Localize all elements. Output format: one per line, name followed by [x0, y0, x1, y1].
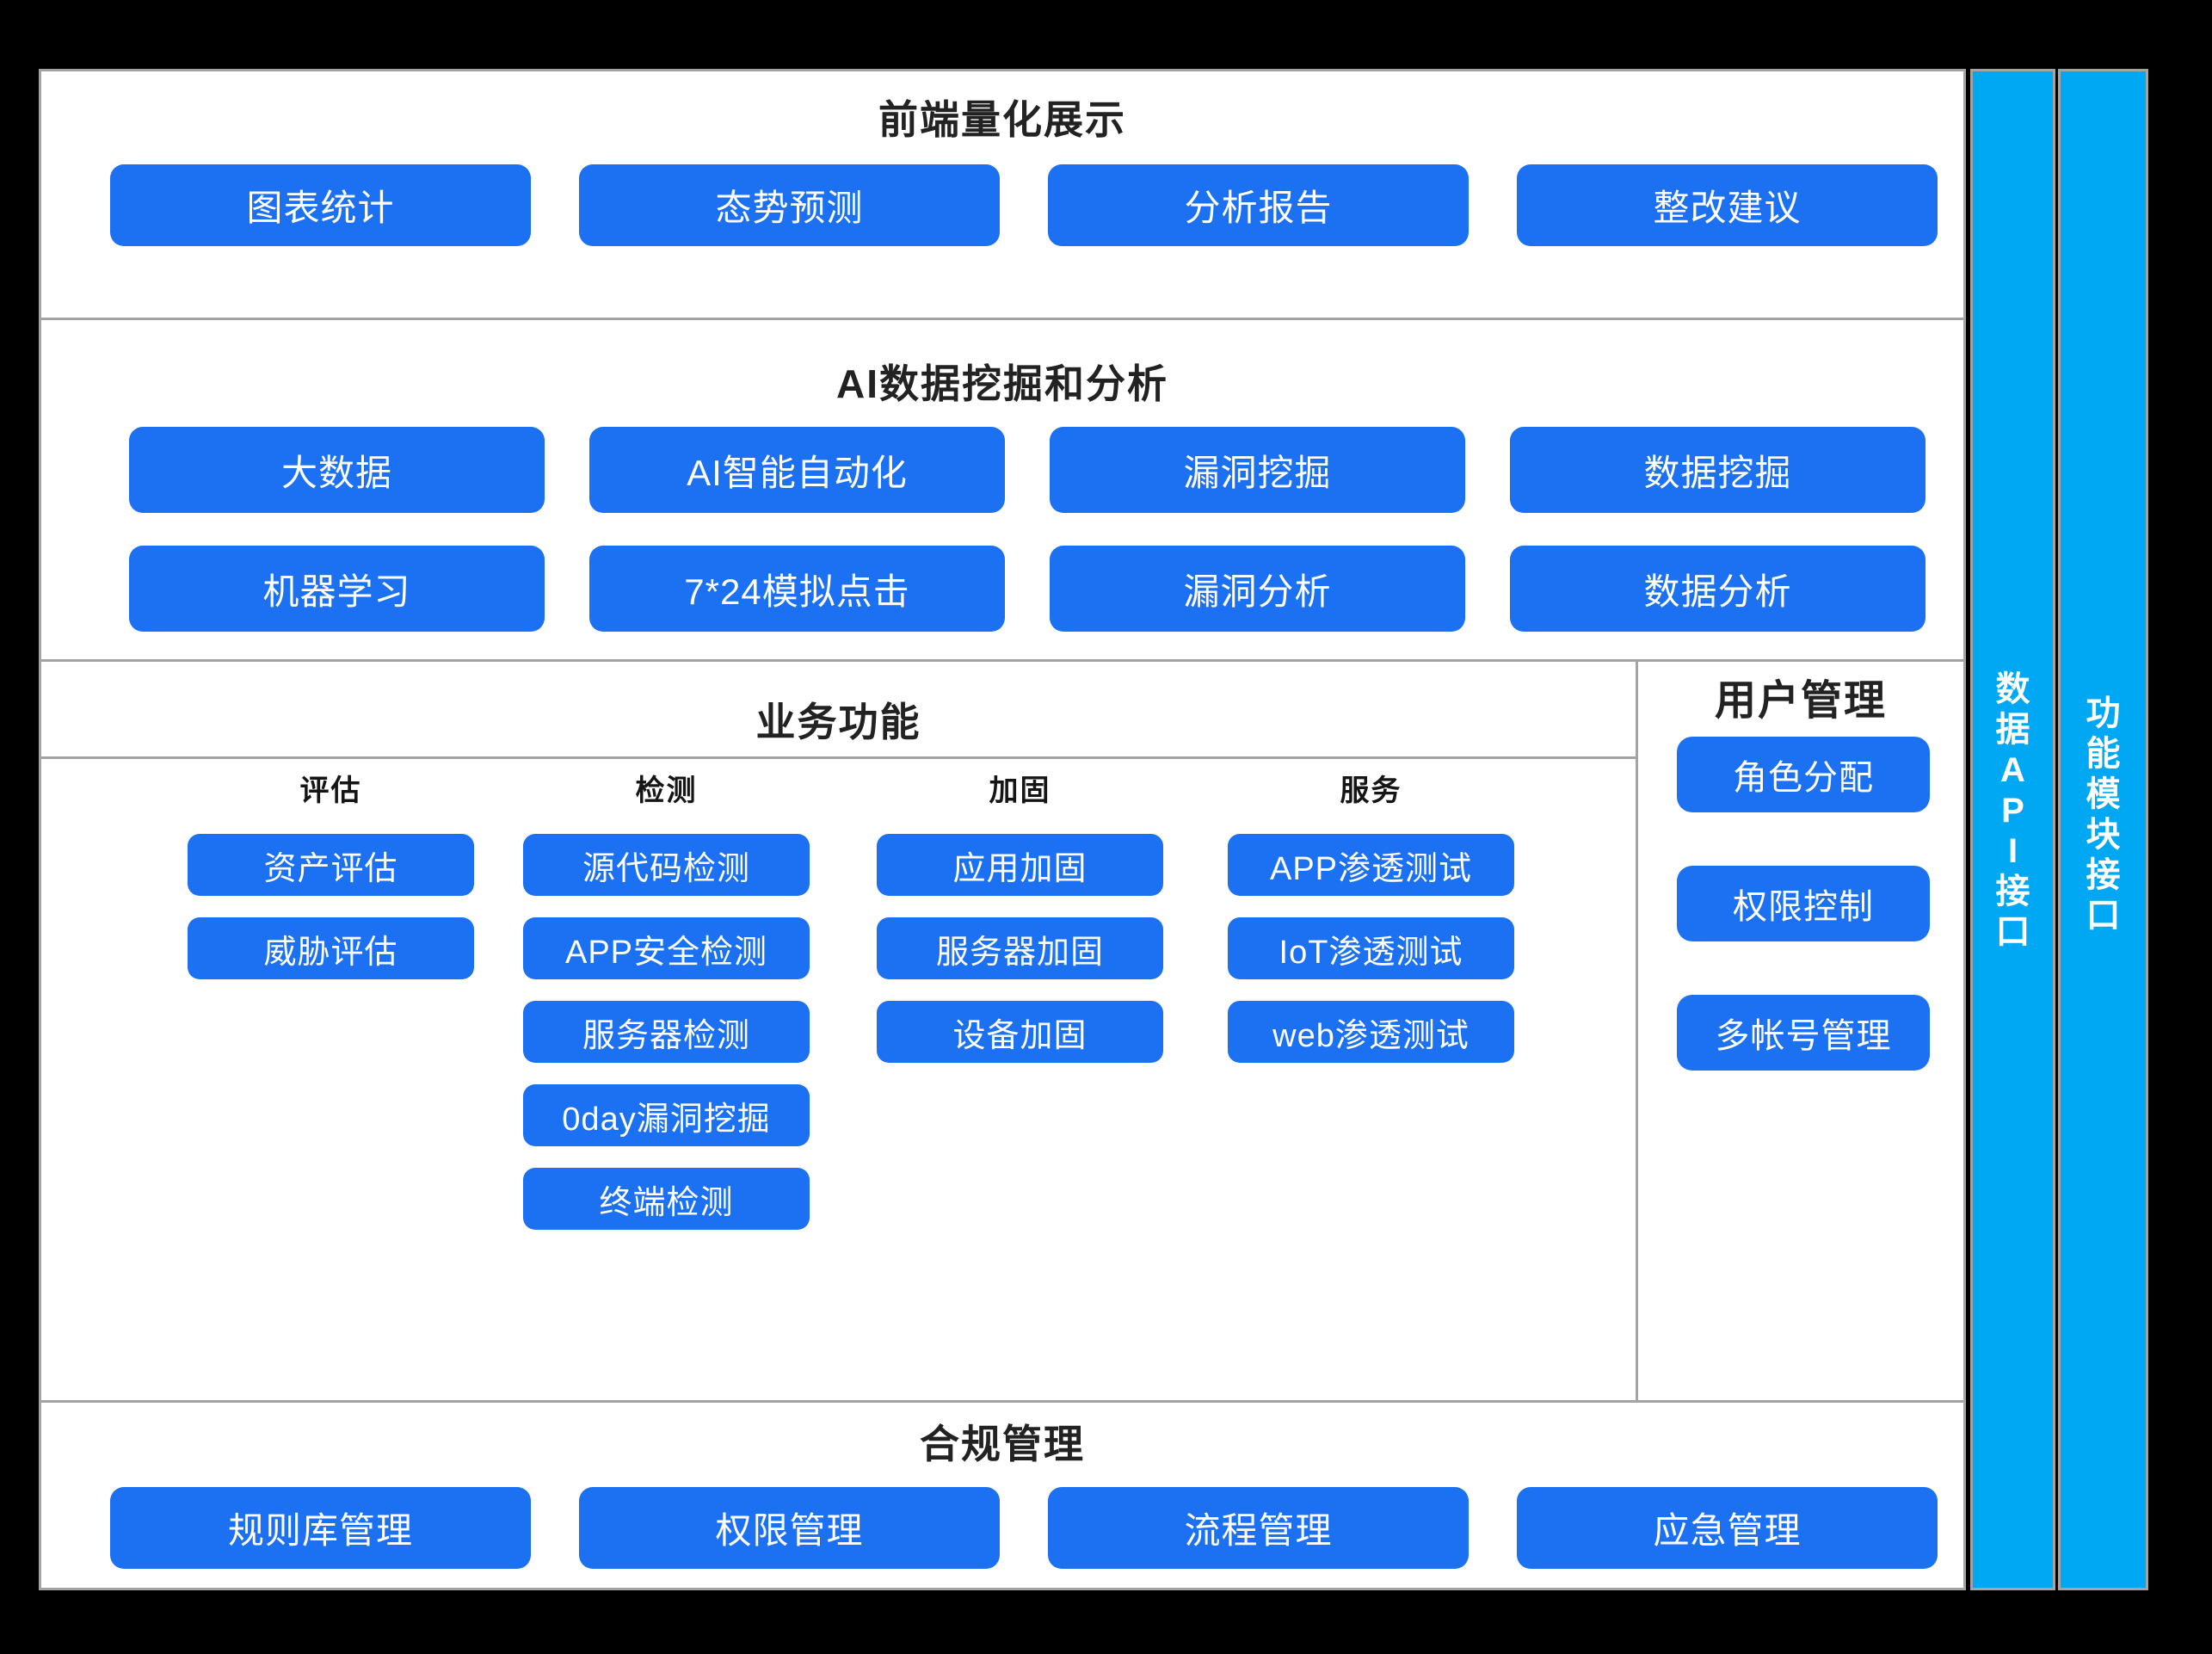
column-header-assessment: 评估 — [299, 775, 362, 807]
column-assessment: 评估 资产评估 威胁评估 — [188, 662, 474, 1400]
main-panel: 前端量化展示 图表统计 态势预测 分析报告 整改建议 AI数据挖掘和分析 大数据… — [39, 69, 1966, 1590]
process-management-button[interactable]: 流程管理 — [1048, 1487, 1469, 1569]
ai-button-row-2: 机器学习 7*24模拟点击 漏洞分析 数据分析 — [41, 546, 1963, 632]
vertical-char: 口 — [1995, 913, 2030, 951]
server-detection-button[interactable]: 服务器检测 — [523, 1001, 810, 1063]
section-title-ai: AI数据挖掘和分析 — [836, 361, 1168, 406]
section-title-user: 用户管理 — [1714, 678, 1887, 724]
column-service: 服务 APP渗透测试 IoT渗透测试 web渗透测试 — [1228, 662, 1514, 1400]
web-pentest-button[interactable]: web渗透测试 — [1228, 1001, 1514, 1063]
compliance-button-row: 规则库管理 权限管理 流程管理 应急管理 — [41, 1487, 1963, 1569]
vertical-char: 能 — [2086, 735, 2121, 773]
multi-account-management-button[interactable]: 多帐号管理 — [1677, 995, 1930, 1071]
ai-button-row-1: 大数据 AI智能自动化 漏洞挖掘 数据挖掘 — [41, 427, 1963, 513]
user-management-pane: 用户管理 角色分配 权限控制 多帐号管理 — [1638, 662, 1963, 1400]
zeroday-vuln-mining-button[interactable]: 0day漏洞挖掘 — [523, 1084, 810, 1146]
simulated-click-7x24-button[interactable]: 7*24模拟点击 — [589, 546, 1005, 632]
function-module-interface-bar: 功 能 模 块 接 口 — [2058, 69, 2148, 1590]
permission-control-button[interactable]: 权限控制 — [1677, 866, 1930, 941]
section-title-compliance: 合规管理 — [920, 1422, 1085, 1466]
ai-automation-button[interactable]: AI智能自动化 — [589, 427, 1005, 513]
function-module-interface-label: 功 能 模 块 接 口 — [2061, 694, 2146, 936]
business-functions-pane: 业务功能 评估 资产评估 威胁评估 检测 源代码检测 APP安全检测 服务器检测… — [41, 662, 1638, 1400]
column-hardening: 加固 应用加固 服务器加固 设备加固 — [877, 662, 1163, 1400]
vertical-char: 接 — [1995, 873, 2030, 910]
section-title-frontend: 前端量化展示 — [878, 97, 1126, 142]
vertical-char: 数 — [1995, 670, 2030, 708]
asset-assessment-button[interactable]: 资产评估 — [188, 834, 474, 896]
data-api-interface-bar: 数 据 A P I 接 口 — [1970, 69, 2055, 1590]
vertical-char: I — [2007, 832, 2018, 870]
section-compliance: 合规管理 规则库管理 权限管理 流程管理 应急管理 — [41, 1400, 1963, 1617]
device-hardening-button[interactable]: 设备加固 — [877, 1001, 1163, 1063]
rectification-advice-button[interactable]: 整改建议 — [1517, 164, 1938, 246]
situation-prediction-button[interactable]: 态势预测 — [579, 164, 1000, 246]
vertical-char: 接 — [2086, 856, 2121, 894]
data-mining-button[interactable]: 数据挖掘 — [1510, 427, 1925, 513]
column-detection: 检测 源代码检测 APP安全检测 服务器检测 0day漏洞挖掘 终端检测 — [523, 662, 810, 1400]
chart-statistics-button[interactable]: 图表统计 — [110, 164, 531, 246]
column-header-service: 服务 — [1340, 775, 1402, 807]
vertical-char: 功 — [2086, 694, 2121, 732]
iot-pentest-button[interactable]: IoT渗透测试 — [1228, 917, 1514, 979]
server-hardening-button[interactable]: 服务器加固 — [877, 917, 1163, 979]
vuln-mining-button[interactable]: 漏洞挖掘 — [1050, 427, 1465, 513]
machine-learning-button[interactable]: 机器学习 — [129, 546, 545, 632]
threat-assessment-button[interactable]: 威胁评估 — [188, 917, 474, 979]
vertical-char: 口 — [2086, 897, 2121, 935]
section-frontend-display: 前端量化展示 图表统计 态势预测 分析报告 整改建议 — [41, 96, 1963, 318]
permission-management-button[interactable]: 权限管理 — [579, 1487, 1000, 1569]
analysis-report-button[interactable]: 分析报告 — [1048, 164, 1469, 246]
app-hardening-button[interactable]: 应用加固 — [877, 834, 1163, 896]
emergency-management-button[interactable]: 应急管理 — [1517, 1487, 1938, 1569]
source-code-detection-button[interactable]: 源代码检测 — [523, 834, 810, 896]
column-header-hardening: 加固 — [989, 775, 1051, 807]
section-business-and-user: 业务功能 评估 资产评估 威胁评估 检测 源代码检测 APP安全检测 服务器检测… — [41, 659, 1963, 1400]
data-api-interface-label: 数 据 A P I 接 口 — [1973, 670, 2053, 953]
section-ai-mining: AI数据挖掘和分析 大数据 AI智能自动化 漏洞挖掘 数据挖掘 机器学习 7*2… — [41, 318, 1963, 659]
vertical-char: 模 — [2086, 775, 2121, 813]
section-title-business: 业务功能 — [755, 700, 921, 744]
vertical-char: P — [2001, 792, 2024, 830]
app-security-detection-button[interactable]: APP安全检测 — [523, 917, 810, 979]
vertical-char: 据 — [1995, 711, 2030, 749]
column-header-detection: 检测 — [635, 775, 698, 807]
app-pentest-button[interactable]: APP渗透测试 — [1228, 834, 1514, 896]
big-data-button[interactable]: 大数据 — [129, 427, 545, 513]
data-analysis-button[interactable]: 数据分析 — [1510, 546, 1925, 632]
role-assignment-button[interactable]: 角色分配 — [1677, 737, 1930, 812]
vertical-char: 块 — [2086, 816, 2121, 854]
vertical-char: A — [2000, 751, 2025, 789]
business-title-underline — [41, 756, 1636, 759]
terminal-detection-button[interactable]: 终端检测 — [523, 1168, 810, 1230]
frontend-button-row: 图表统计 态势预测 分析报告 整改建议 — [41, 164, 1963, 246]
vuln-analysis-button[interactable]: 漏洞分析 — [1050, 546, 1465, 632]
rule-library-management-button[interactable]: 规则库管理 — [110, 1487, 531, 1569]
